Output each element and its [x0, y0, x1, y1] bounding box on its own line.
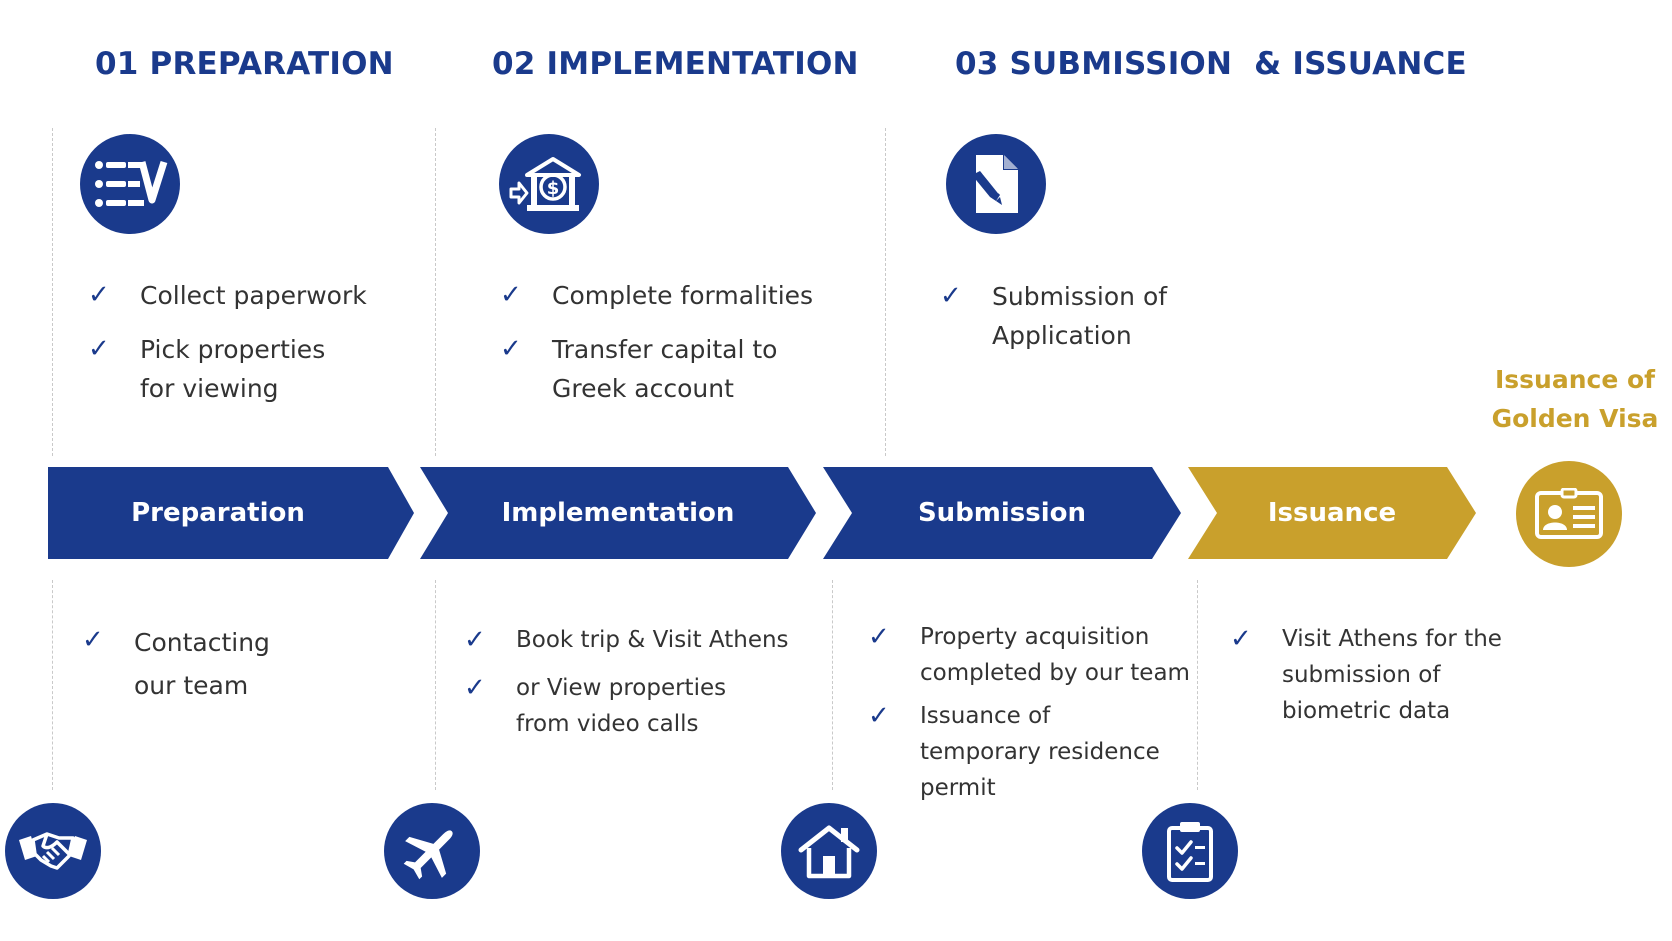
divider-line — [52, 128, 53, 456]
check-icon: ✓ — [464, 673, 486, 703]
chevron-issuance — [1188, 467, 1476, 559]
check-icon: ✓ — [868, 622, 890, 652]
check-icon: ✓ — [464, 625, 486, 655]
chevron-label-issuance: Issuance — [1267, 498, 1397, 528]
svg-text:$: $ — [547, 178, 560, 199]
checklist-icon — [80, 134, 180, 234]
divider-line — [435, 580, 436, 790]
check-icon: ✓ — [88, 334, 110, 364]
chevron-label-implementation: Implementation — [501, 498, 735, 528]
id-card-icon — [1516, 461, 1622, 567]
list-item: ✓ Collect paperwork — [88, 276, 367, 315]
chevron-label-submission: Submission — [917, 498, 1087, 528]
list-item: ✓ Book trip & Visit Athens — [464, 622, 789, 658]
phase-heading-preparation: 01 PREPARATION — [95, 46, 394, 82]
chevron-preparation — [48, 467, 414, 559]
check-icon: ✓ — [500, 280, 522, 310]
final-step-title: Issuance of Golden Visa — [1491, 365, 1659, 433]
list-item: ✓ Contacting our team — [82, 621, 270, 707]
document-pen-icon — [946, 134, 1046, 234]
check-icon: ✓ — [868, 701, 890, 731]
chevron-implementation — [420, 467, 816, 559]
divider-line — [435, 128, 436, 456]
check-icon: ✓ — [82, 625, 104, 655]
divider-line — [52, 580, 53, 790]
divider-line — [885, 128, 886, 456]
check-icon: ✓ — [500, 334, 522, 364]
check-icon: ✓ — [940, 281, 962, 311]
check-icon: ✓ — [1230, 624, 1252, 654]
list-item: ✓ or View properties from video calls — [464, 670, 726, 742]
list-item: ✓ Property acquisition completed by our … — [868, 619, 1190, 691]
divider-line — [1197, 580, 1198, 790]
airplane-icon — [384, 803, 480, 899]
phase-heading-submission-issuance: 03 SUBMISSION & ISSUANCE — [955, 46, 1467, 82]
phase-heading-implementation: 02 IMPLEMENTATION — [492, 46, 859, 82]
handshake-icon — [5, 803, 101, 899]
check-icon: ✓ — [88, 280, 110, 310]
list-item: ✓ Visit Athens for the submission of bio… — [1230, 621, 1502, 729]
list-item: ✓ Transfer capital to Greek account — [500, 330, 777, 408]
chevron-submission — [823, 467, 1181, 559]
house-icon — [781, 803, 877, 899]
chevron-label-preparation: Preparation — [131, 498, 305, 528]
list-item: ✓ Complete formalities — [500, 276, 813, 315]
list-item: ✓ Pick properties for viewing — [88, 330, 325, 408]
divider-line — [832, 580, 833, 790]
list-item: ✓ Submission of Application — [940, 277, 1167, 355]
bank-transfer-icon: $ — [499, 134, 599, 234]
clipboard-check-icon — [1142, 803, 1238, 899]
list-item: ✓ Issuance of temporary residence permit — [868, 698, 1160, 806]
